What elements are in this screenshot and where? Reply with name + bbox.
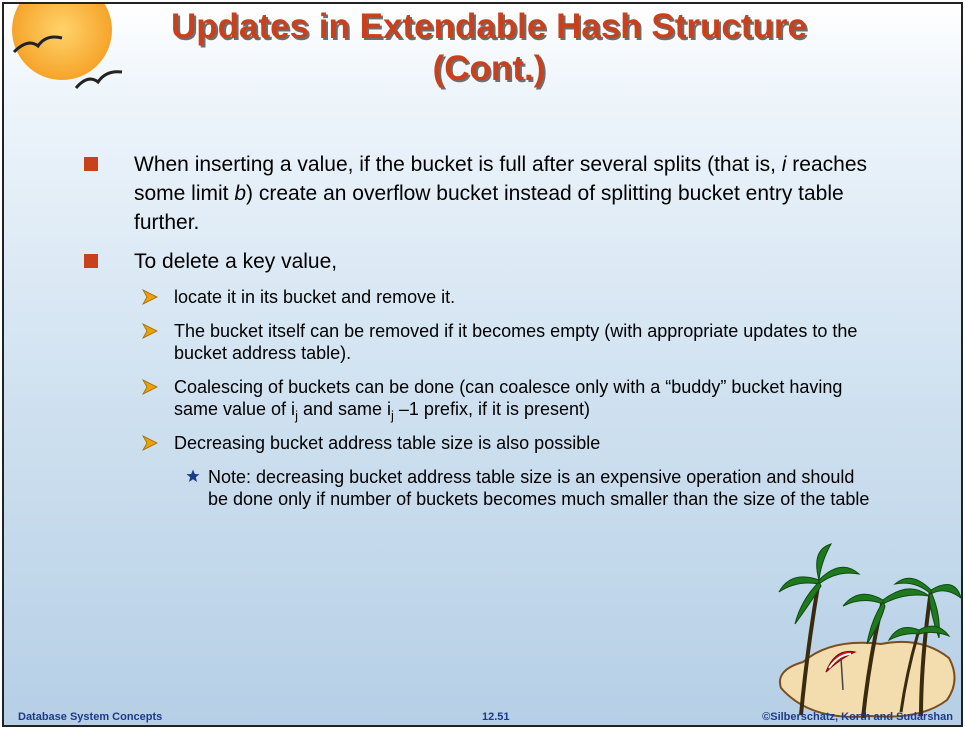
square-bullet-icon: [84, 254, 98, 268]
coalesce-text-2: and same i: [297, 399, 392, 419]
palm-island-icon: [778, 543, 961, 719]
title-line-1: Updates in Extendable Hash Structure: [171, 7, 807, 46]
title-line-2: (Cont.): [432, 49, 546, 88]
arrow-bullet-icon: [141, 289, 158, 305]
square-bullet-icon: [84, 157, 98, 171]
subscript-j: j: [295, 408, 298, 423]
footer-slide-number: 12.51: [482, 711, 510, 723]
bullet-delete-text: To delete a key value,: [134, 250, 338, 273]
arrow-bullet-icon: [141, 379, 158, 395]
star-bullet-icon: [186, 469, 200, 482]
coalesce-text-3: –1 prefix, if it is present): [393, 399, 590, 419]
bullet-insert-text-3: ) create an overflow bucket instead of s…: [134, 182, 844, 234]
bullet-insert-text-2: reaches some limit: [134, 153, 868, 205]
italic-i: i: [781, 153, 787, 176]
sub-bullet-remove-bucket: The bucket itself can be removed if it b…: [84, 320, 874, 364]
slide-body: When inserting a value, if the bucket is…: [84, 150, 874, 510]
slide-title: Updates in Extendable Hash Structure (Co…: [104, 6, 874, 90]
italic-b: b: [234, 182, 247, 205]
sub-bullet-decrease: Decreasing bucket address table size is …: [84, 432, 874, 454]
subscript-j: j: [391, 408, 394, 423]
sub-bullet-locate-text: locate it in its bucket and remove it.: [174, 287, 456, 307]
bullet-insert-text-1: When inserting a value, if the bucket is…: [134, 153, 782, 176]
coalesce-text-1: Coalescing of buckets can be done (can c…: [174, 377, 843, 419]
sub-bullet-locate: locate it in its bucket and remove it.: [84, 286, 874, 308]
sub-bullet-remove-bucket-text: The bucket itself can be removed if it b…: [174, 321, 858, 363]
arrow-bullet-icon: [141, 323, 158, 339]
sub-bullet-decrease-text: Decreasing bucket address table size is …: [174, 433, 601, 453]
footer-copyright: ©Silberschatz, Korth and Sudarshan: [762, 711, 953, 723]
note-text: Note: decreasing bucket address table si…: [208, 467, 870, 509]
sub-bullet-coalesce: Coalescing of buckets can be done (can c…: [84, 376, 874, 423]
sun-icon: [12, 4, 123, 90]
bullet-delete: To delete a key value,: [84, 247, 874, 276]
arrow-bullet-icon: [141, 435, 158, 451]
note-item: Note: decreasing bucket address table si…: [84, 466, 874, 510]
footer-course: Database System Concepts: [18, 711, 163, 723]
bullet-insert: When inserting a value, if the bucket is…: [84, 150, 874, 237]
